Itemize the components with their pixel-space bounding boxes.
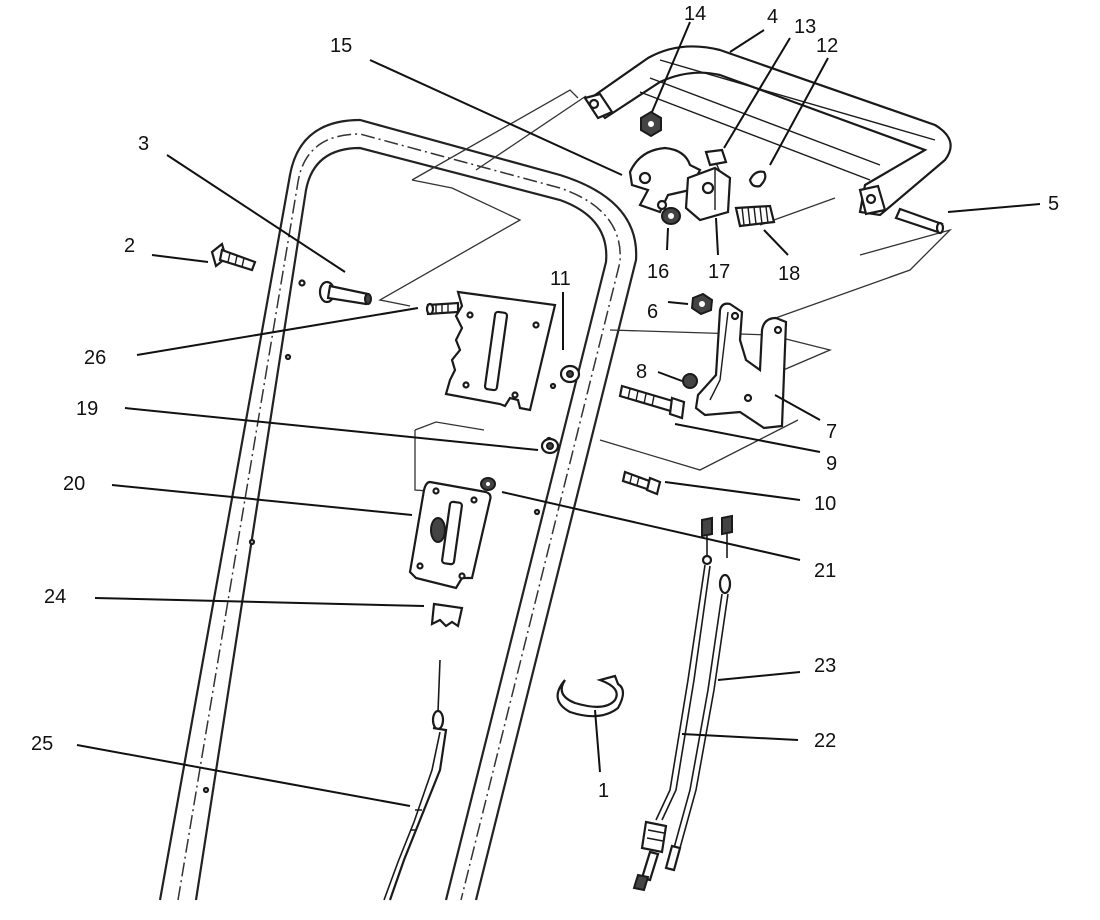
callout-4: 4 [767, 6, 778, 28]
part-25-cable [383, 659, 448, 901]
leader-17 [715, 217, 719, 256]
part-18-spring [734, 204, 776, 228]
callout-19: 19 [76, 398, 98, 420]
callout-5: 5 [1048, 193, 1059, 215]
leader-13 [723, 37, 791, 149]
part-5-pin [894, 207, 945, 235]
part-2-screw [210, 242, 257, 272]
callout-17: 17 [708, 261, 730, 283]
part-22-cable [632, 516, 713, 892]
leader-5 [947, 203, 1041, 213]
callout-15: 15 [330, 35, 352, 57]
callout-3: 3 [138, 133, 149, 155]
callout-8: 8 [636, 361, 647, 383]
part-4-bail-bar [583, 45, 952, 217]
leader-12 [769, 57, 829, 166]
leader-10 [664, 481, 801, 501]
part-14-nut [640, 110, 662, 138]
leader-2 [151, 254, 209, 263]
leader-3 [166, 154, 346, 273]
part-19-washer [540, 437, 560, 455]
leader-4 [729, 29, 765, 53]
leader-21 [501, 491, 801, 561]
callout-9: 9 [826, 453, 837, 475]
part-15-latch [628, 146, 702, 214]
leader-25 [76, 744, 411, 807]
callout-25: 25 [31, 733, 53, 755]
part-16-spacer [661, 207, 681, 225]
part-10-bolt [621, 470, 662, 496]
leader-15 [369, 59, 623, 176]
callout-11: 11 [550, 268, 571, 290]
callout-14: 14 [684, 3, 706, 25]
callout-labels: 1 2 3 4 5 6 7 8 9 10 11 12 13 14 15 16 1… [31, 3, 1059, 802]
leader-22 [681, 733, 799, 741]
part-3-bolt [318, 280, 372, 306]
callout-18: 18 [778, 263, 800, 285]
part-1-tie [556, 674, 625, 718]
callout-26: 26 [84, 347, 106, 369]
callout-21: 21 [814, 560, 836, 582]
leader-24 [94, 597, 425, 607]
part-13-bolt [704, 148, 728, 177]
callout-20: 20 [63, 473, 85, 495]
leader-6 [667, 301, 689, 305]
part-8-nut [682, 373, 698, 389]
part-23-cable [664, 514, 733, 872]
callout-6: 6 [647, 301, 658, 323]
leader-18 [763, 229, 789, 256]
control-plate [444, 290, 557, 412]
callout-1: 1 [598, 780, 609, 802]
part-9-bolt [618, 384, 686, 420]
part-17-bracket [684, 166, 732, 222]
leader-23 [717, 671, 801, 681]
leader-1 [594, 709, 601, 773]
part-11-washer [559, 364, 581, 384]
callout-10: 10 [814, 493, 836, 515]
part-26-screw [425, 301, 460, 316]
callout-7: 7 [826, 421, 837, 443]
callout-24: 24 [44, 586, 66, 608]
leader-9 [674, 423, 821, 453]
leader-19 [124, 407, 539, 451]
leader-14 [651, 21, 691, 113]
callout-12: 12 [816, 35, 838, 57]
part-21-nut [480, 477, 496, 491]
part-6-nut [690, 292, 714, 316]
leader-26 [136, 307, 419, 356]
callout-16: 16 [647, 261, 669, 283]
callout-2: 2 [124, 235, 135, 257]
part-24-clip [430, 602, 464, 628]
callout-23: 23 [814, 655, 836, 677]
handle-frame [158, 118, 638, 901]
callout-22: 22 [814, 730, 836, 752]
leader-7 [774, 394, 821, 421]
part-12-clip [748, 170, 767, 188]
leader-lines [76, 21, 1041, 807]
leader-16 [666, 227, 669, 251]
part-7-bracket [694, 302, 788, 430]
leader-8 [657, 371, 683, 382]
callout-13: 13 [794, 16, 816, 38]
part-20-control [408, 480, 492, 590]
leader-20 [111, 484, 413, 516]
